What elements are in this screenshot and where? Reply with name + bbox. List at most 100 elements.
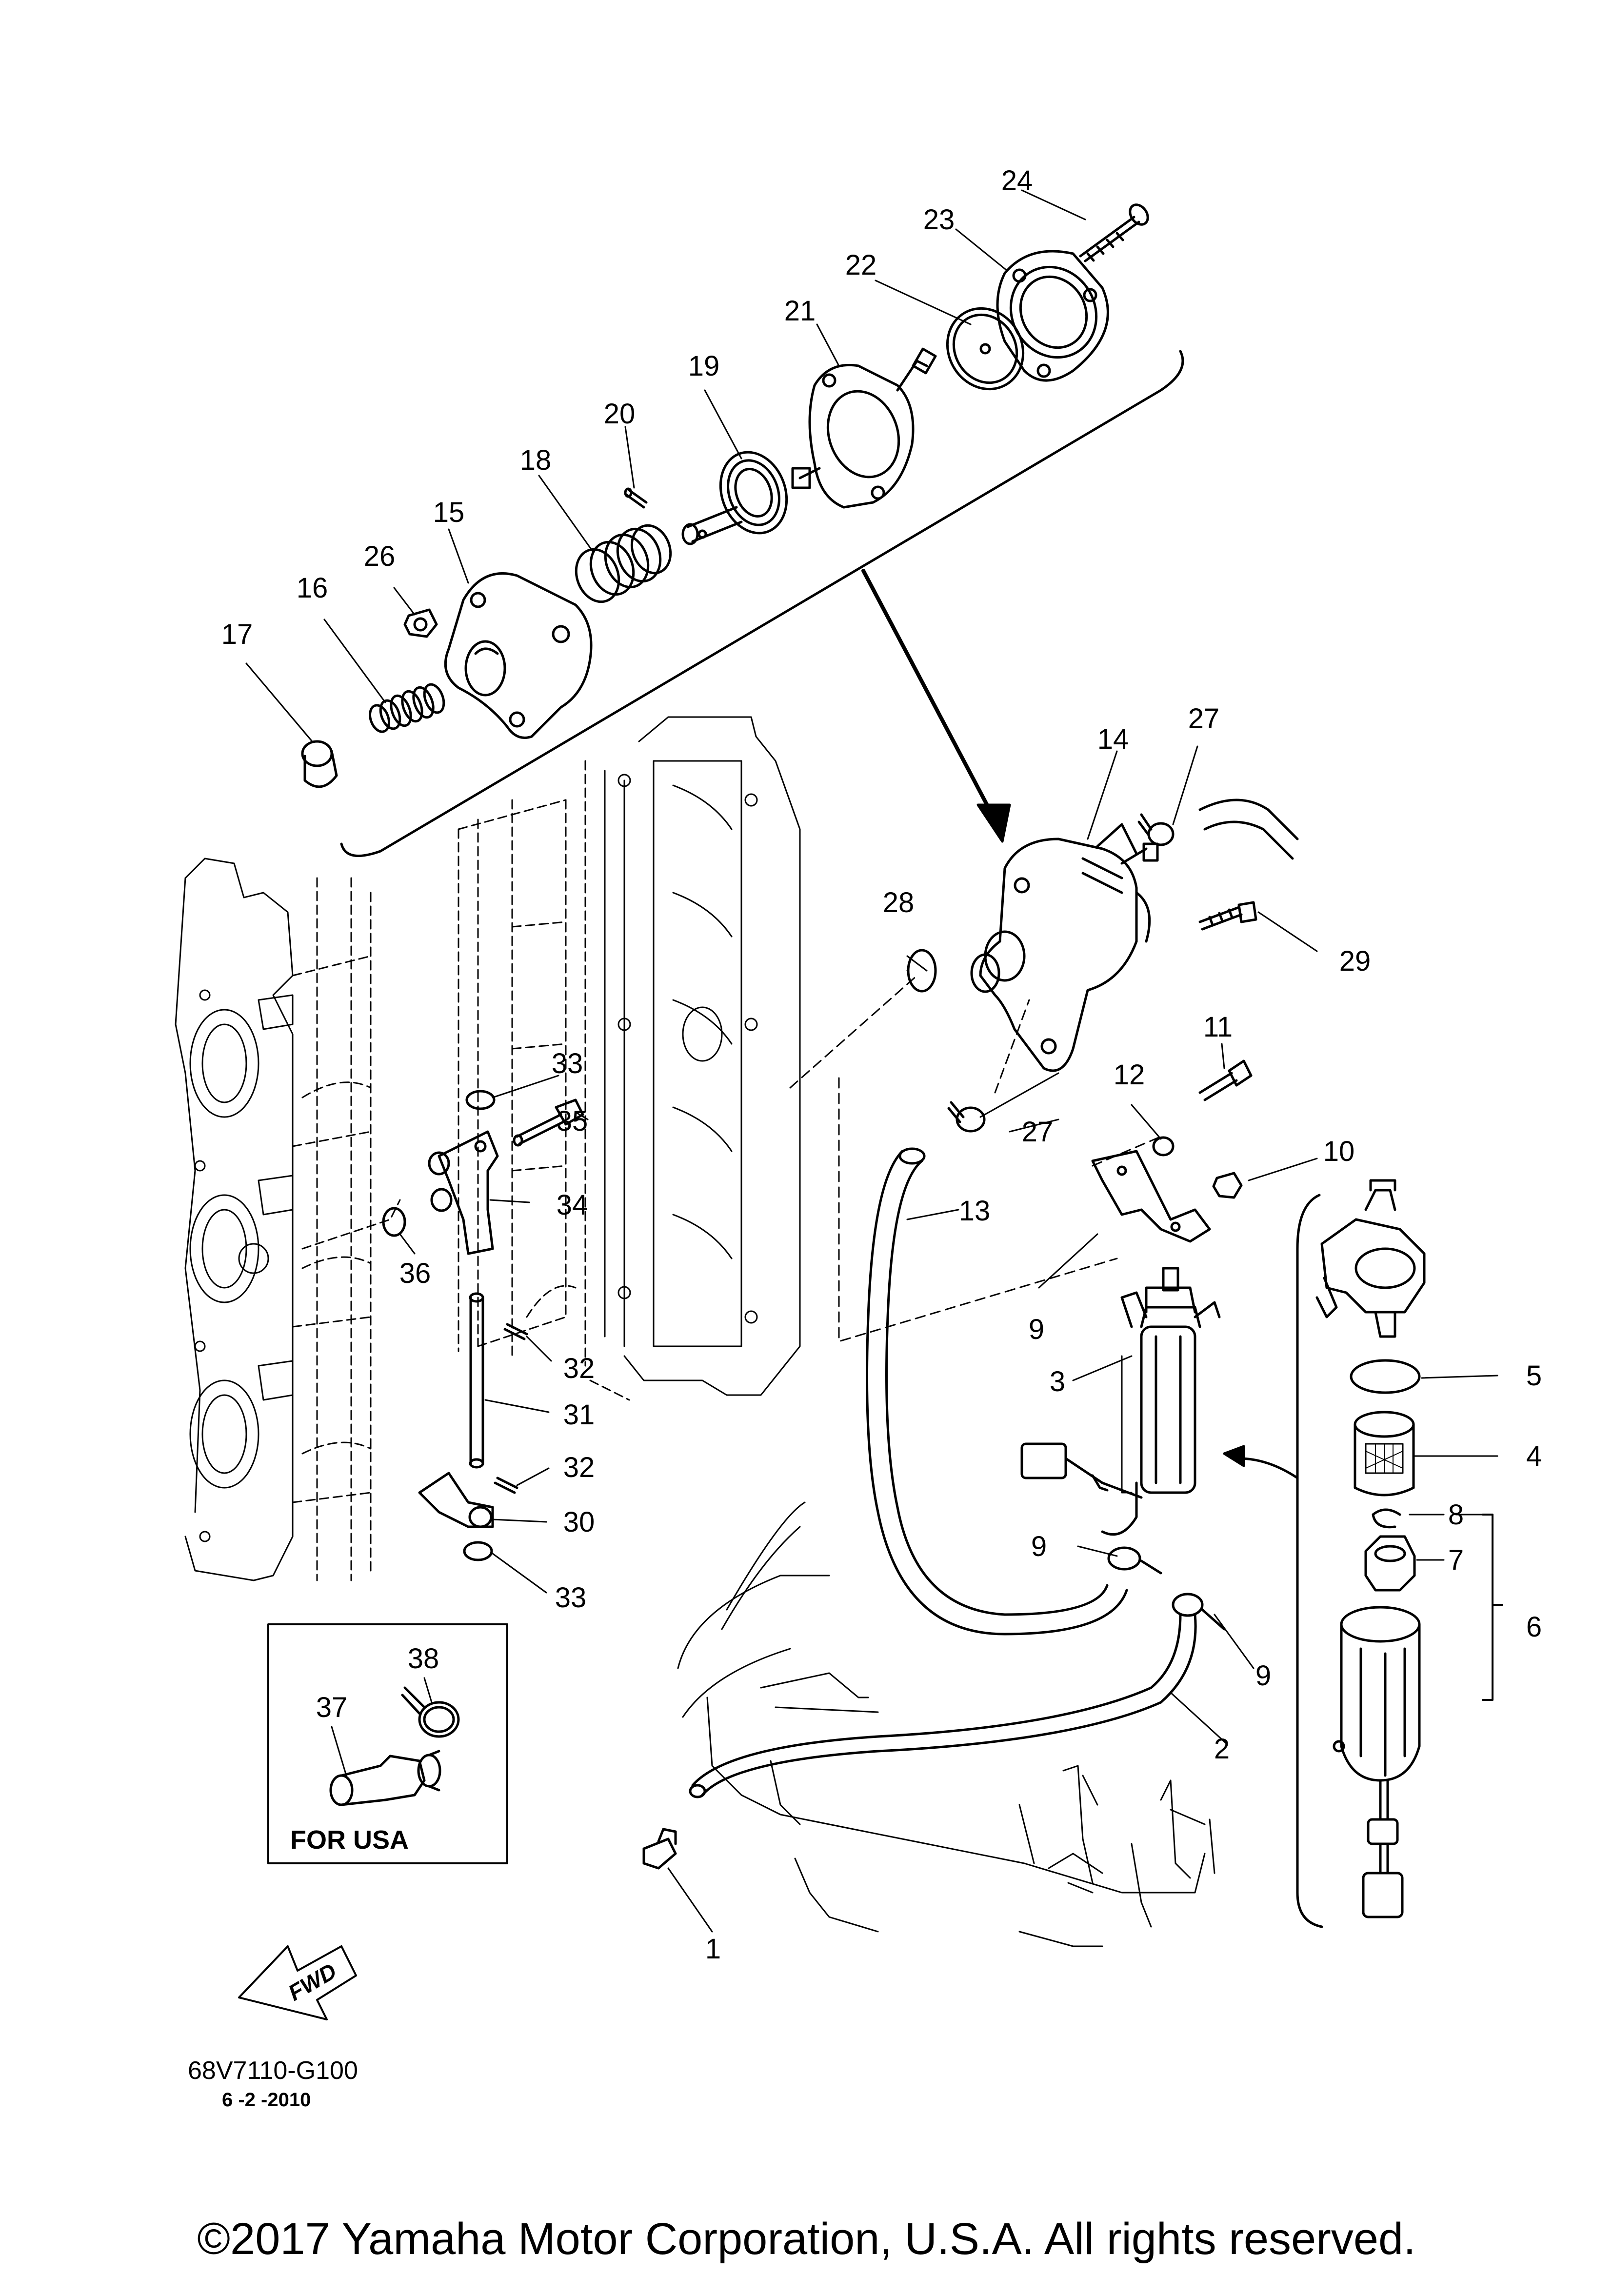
intake-manifold-outline: [175, 858, 294, 1581]
part-14-hose: [866, 1150, 1128, 1636]
part-13-washer: [1152, 1136, 1175, 1157]
part-10-bracket: [1091, 1150, 1211, 1243]
part-28-o-ring: [907, 949, 937, 993]
part-16-body: [444, 572, 593, 739]
part-36-cap: [382, 1207, 406, 1237]
callout-8: 8: [1448, 1499, 1464, 1531]
for-usa-inset-box: [267, 1623, 508, 1864]
callout-28: 28: [883, 887, 915, 918]
callout-21: 20: [604, 398, 636, 430]
part-7-nut: [1364, 1535, 1416, 1592]
part-31-pipe: [469, 1292, 484, 1469]
part-32-pin-upper: [503, 1323, 528, 1340]
engine-block-hidden-lines: [458, 760, 630, 1401]
callout-34: 34: [557, 1189, 588, 1221]
for-usa-caption: FOR USA: [290, 1825, 409, 1855]
part-15-pump-assembly: [970, 823, 1159, 1072]
part-12-bolt: [1198, 1059, 1253, 1101]
part-6-group-bracket: [1482, 1514, 1503, 1701]
sensor-connector: [1020, 1442, 1143, 1499]
callout-4: 4: [1526, 1440, 1542, 1472]
assembly-arrow: [861, 569, 1002, 831]
callout-23: 22: [845, 249, 877, 281]
part-21-pin: [624, 487, 648, 509]
part-23-diaphragm: [946, 307, 1025, 391]
part-34-joint: [428, 1130, 499, 1255]
part-25-screw: [1079, 203, 1149, 262]
part-8-circlip: [1372, 1508, 1401, 1529]
callout-33-lower: 33: [555, 1582, 587, 1614]
part-22-pump-body: [791, 347, 937, 509]
callout-27-upper: 27: [1188, 703, 1220, 735]
callout-17: 16: [297, 572, 328, 604]
callout-12: 11: [1203, 1011, 1233, 1043]
callout-33-upper: 33: [552, 1048, 583, 1079]
part-3-vapor-separator: [1101, 1267, 1221, 1536]
part-20-valve: [681, 451, 788, 545]
callout-38: 38: [408, 1643, 439, 1675]
callout-37: 37: [316, 1692, 348, 1723]
filter-group-bracket: [1296, 1194, 1323, 1928]
callout-27-lower: 27: [1022, 1116, 1054, 1148]
fuel-filter-head: [1315, 1179, 1426, 1338]
callout-2: 2: [1214, 1733, 1230, 1765]
callout-32-lower: 32: [563, 1452, 595, 1483]
part-33-washer-lower: [463, 1541, 493, 1561]
callout-24: 23: [923, 204, 955, 236]
callout-29: 29: [1339, 945, 1371, 977]
part-30-fitting: [418, 1472, 494, 1528]
engine-block-outline: [604, 716, 801, 1396]
callout-19: 18: [520, 444, 552, 476]
filter-arrow: [1237, 1457, 1299, 1479]
part-17-spring: [369, 683, 445, 733]
callout-9-left: 9: [1031, 1531, 1047, 1562]
part-18-plunger: [301, 740, 338, 788]
callout-30: 30: [563, 1506, 595, 1538]
callout-31: 31: [563, 1399, 595, 1431]
part-11-nut: [1212, 1172, 1243, 1199]
part-27-clamp-upper: [1137, 813, 1175, 846]
fwd-label: FWD: [284, 1958, 341, 2005]
part-27-clamp-lower: [947, 1101, 986, 1133]
part-33-washer-upper: [465, 1090, 496, 1110]
part-6-filter-cup: [1333, 1606, 1421, 1918]
part-1-drain-plug: [642, 1828, 677, 1870]
callout-10: 9: [1029, 1314, 1044, 1345]
part-32-pin-lower: [494, 1477, 518, 1494]
callout-13: 12: [1114, 1059, 1145, 1091]
part-24-cover: [996, 250, 1109, 382]
intake-manifold-hidden: [292, 877, 401, 1581]
callout-3: 3: [1050, 1366, 1065, 1398]
callout-6: 6: [1526, 1611, 1542, 1643]
fwd-arrow: [238, 1945, 357, 2020]
callout-11: 10: [1323, 1136, 1355, 1167]
callout-25: 24: [1001, 165, 1033, 197]
part-38-clamp: [401, 1686, 460, 1738]
callout-16: 15: [433, 497, 465, 528]
callout-20: 19: [688, 350, 720, 382]
callout-9-right: 9: [1255, 1660, 1271, 1692]
callout-7: 7: [1448, 1544, 1464, 1576]
part-9-clamp-left: [1107, 1546, 1162, 1575]
callout-26: 26: [364, 540, 396, 572]
lower-cowling-outline: [677, 1501, 1215, 1947]
part-29-bolt: [1198, 901, 1257, 931]
part-26-nut: [403, 608, 438, 638]
callout-1: 1: [705, 1933, 721, 1965]
part-9-clamp-right: [1172, 1593, 1226, 1631]
part-19-spring: [575, 524, 672, 603]
part-code: 68V7110-G100: [188, 2056, 358, 2085]
callout-15: 14: [1097, 723, 1129, 755]
callout-32-upper: 32: [563, 1353, 595, 1384]
callout-36: 36: [399, 1258, 431, 1289]
callout-5: 5: [1526, 1360, 1542, 1392]
part-4-strainer: [1354, 1411, 1415, 1497]
part-5-o-ring: [1350, 1359, 1421, 1394]
callout-18: 17: [221, 619, 253, 650]
hose-upper: [1198, 799, 1299, 860]
assembly-arrowhead: [976, 803, 1011, 843]
revision-date: 6 -2 -2010: [222, 2089, 311, 2111]
part-37-adapter: [329, 1750, 441, 1806]
part-2-hose: [691, 1613, 1197, 1797]
